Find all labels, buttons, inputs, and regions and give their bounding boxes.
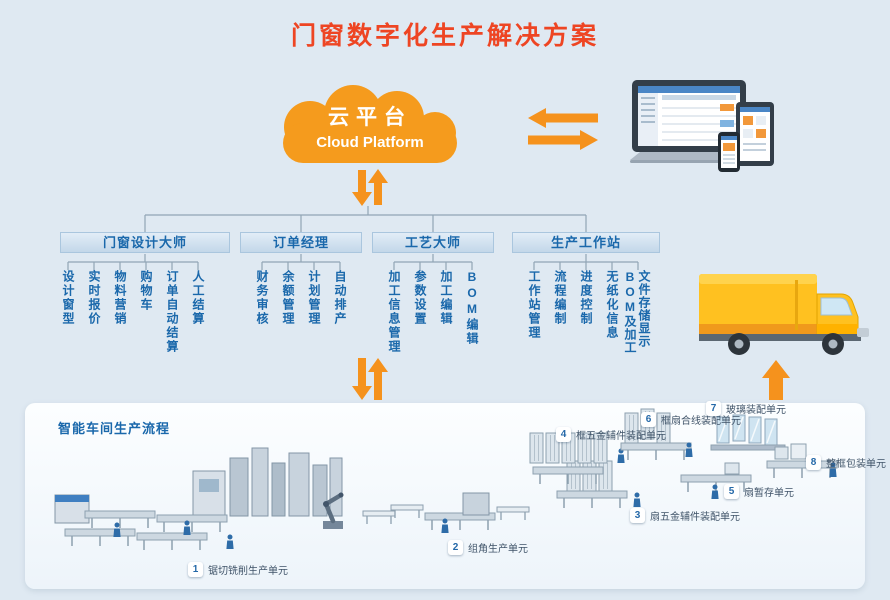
page-title: 门窗数字化生产解决方案: [290, 22, 599, 50]
feature-item: BOM编辑: [465, 270, 479, 346]
feature-item: 加工信息管理: [387, 270, 401, 354]
feature-item: 购物车: [139, 270, 153, 312]
feature-item: 流程编制: [553, 270, 567, 326]
feature-item: 物料营销: [113, 270, 127, 326]
feature-item: 无纸化信息: [605, 270, 619, 340]
station-marker-6: 6 框扇合线装配单元: [641, 412, 741, 427]
feature-item: 实时报价: [87, 270, 101, 326]
module-header-order-manager: 订单经理: [240, 232, 362, 253]
feature-item: 自动排产: [333, 270, 347, 326]
truck-illustration: [699, 274, 869, 355]
station-label: 锯切铣削生产单元: [208, 566, 288, 577]
exchange-arrows-icon: [528, 108, 598, 150]
station-marker-4: 4 框五金辅件装配单元: [556, 427, 666, 442]
station-number: 2: [448, 540, 463, 555]
tablet-icon: [736, 102, 774, 166]
workshop-label: 智能车间生产流程: [58, 421, 171, 436]
feature-item: 设计窗型: [61, 270, 75, 326]
station-label: 玻璃装配单元: [726, 405, 786, 416]
cloud-icon: [283, 85, 457, 163]
machine-cluster-cutting: [54, 447, 343, 551]
factory-illustration: [54, 408, 838, 551]
feature-item: 计划管理: [307, 270, 321, 326]
feature-item: 参数设置: [413, 270, 427, 326]
station-marker-8: 8 整框包装单元: [806, 455, 886, 470]
robot-arm: [323, 492, 344, 529]
machine-corner-assembly: [424, 492, 530, 533]
station-marker-1: 1 锯切铣削生产单元: [188, 562, 288, 577]
station-number: 1: [188, 562, 203, 577]
station-number: 8: [806, 455, 821, 470]
feature-item: 人工结算: [191, 270, 205, 326]
station-number: 4: [556, 427, 571, 442]
truck-up-arrow-icon: [762, 360, 790, 400]
machine-packing: [766, 443, 838, 479]
feature-item: 工作站管理: [527, 270, 541, 340]
devices-illustration: [630, 80, 774, 172]
station-label: 框五金辅件装配单元: [576, 431, 666, 442]
machine-sash-buffer: [680, 462, 752, 499]
cloud-sync-arrows-icon: [352, 169, 388, 206]
station-label: 扇五金辅件装配单元: [650, 512, 740, 523]
module-header-process-master: 工艺大师: [372, 232, 494, 253]
module-header-design-master: 门窗设计大师: [60, 232, 230, 253]
station-number: 6: [641, 412, 656, 427]
station-number: 5: [724, 484, 739, 499]
phone-icon: [718, 132, 740, 172]
station-number: 7: [706, 401, 721, 416]
feature-item: 余额管理: [281, 270, 295, 326]
station-marker-2: 2 组角生产单元: [448, 540, 528, 555]
feature-item: 进度控制: [579, 270, 593, 326]
station-label: 组角生产单元: [468, 544, 528, 555]
station-label: 整框包装单元: [826, 459, 886, 470]
cloud-subtitle: Cloud Platform: [316, 134, 424, 151]
station-marker-7: 7 玻璃装配单元: [706, 401, 786, 416]
feature-item: 加工编辑: [439, 270, 453, 326]
cloud-platform: 云平台 Cloud Platform: [265, 85, 475, 170]
station-number: 3: [630, 508, 645, 523]
cloud-title: 云平台: [328, 106, 412, 129]
station-label: 扇暂存单元: [744, 488, 794, 499]
station-label: 框扇合线装配单元: [661, 416, 741, 427]
feature-item: 订单自动结算: [165, 270, 179, 354]
feature-item: 财务审核: [255, 270, 269, 326]
station-marker-3: 3 扇五金辅件装配单元: [630, 508, 740, 523]
station-marker-5: 5 扇暂存单元: [724, 484, 794, 499]
feature-item: 文件存储显示BOM及加工: [623, 270, 651, 354]
module-header-production-station: 生产工作站: [512, 232, 660, 253]
workshop-sync-arrows-icon: [352, 358, 388, 400]
